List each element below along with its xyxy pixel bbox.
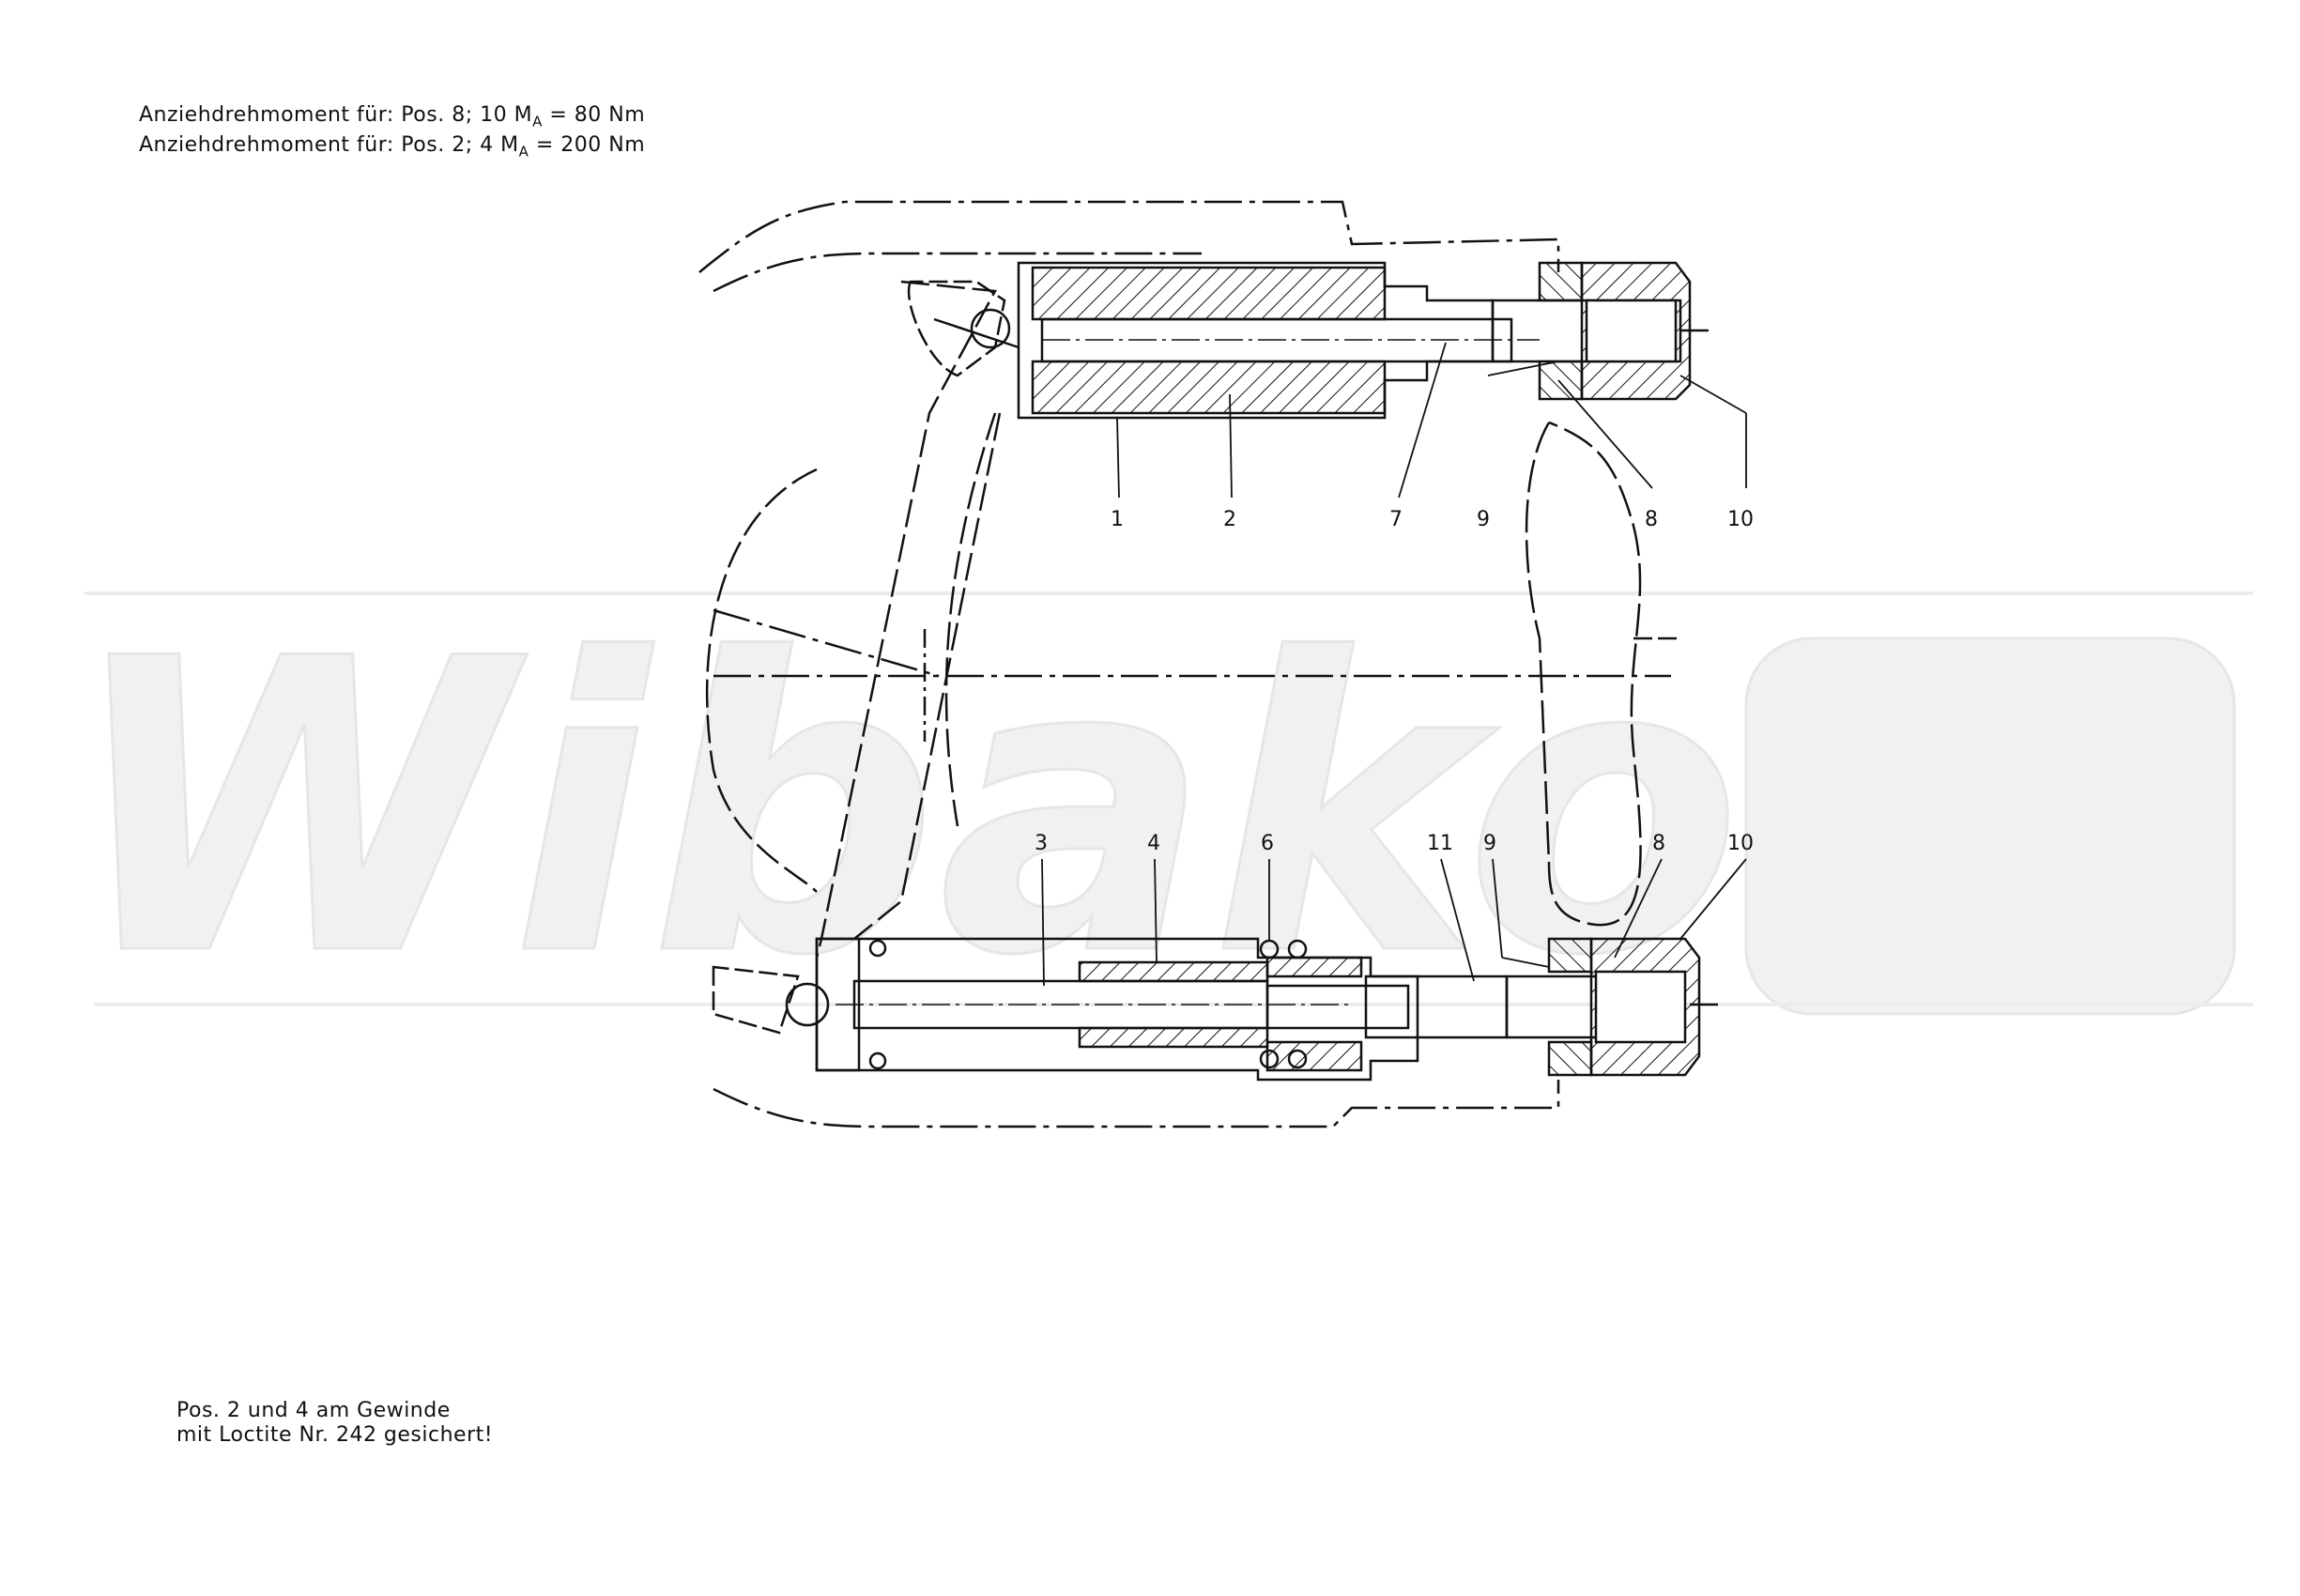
torque-line-2-subscript: A <box>518 143 529 161</box>
assembly-drawing <box>698 200 1747 1128</box>
callout-pos-10: 10 <box>1727 508 1754 531</box>
callout-pos-9: 9 <box>1477 508 1490 531</box>
callouts-top: 1 2 7 9 8 10 <box>1111 508 1754 531</box>
callout-pos-7: 7 <box>1389 508 1403 531</box>
torque-line-2-value: = 200 Nm <box>529 133 646 158</box>
callout-pos-11: 11 <box>1427 832 1453 855</box>
watermark-text: Wibako <box>66 575 1742 1044</box>
callout-pos-6: 6 <box>1261 832 1274 855</box>
watermark: Wibako <box>65 574 2253 1046</box>
torque-line-1-label: Anziehdrehmoment für: Pos. 8; 10 M <box>139 103 533 127</box>
loctite-note: Pos. 2 und 4 am Gewinde mit Loctite Nr. … <box>176 1399 493 1448</box>
watermark-badge <box>1744 637 2236 1016</box>
leaders-bottom <box>1041 858 1747 987</box>
callout-pos-8: 8 <box>1645 508 1658 531</box>
callout-pos-1: 1 <box>1111 508 1124 531</box>
loctite-line-1: Pos. 2 und 4 am Gewinde <box>176 1399 451 1422</box>
callout-pos-2: 2 <box>1223 508 1236 531</box>
torque-line-2-label: Anziehdrehmoment für: Pos. 2; 4 M <box>139 133 519 158</box>
callout-pos-10-bottom: 10 <box>1727 832 1754 855</box>
torque-line-1-value: = 80 Nm <box>542 103 646 127</box>
torque-note: Anziehdrehmoment für: Pos. 8; 10 MA = 80… <box>139 103 645 164</box>
callout-pos-4: 4 <box>1147 832 1160 855</box>
leaders-top <box>1116 342 1747 499</box>
callout-pos-9-bottom: 9 <box>1483 832 1496 855</box>
torque-line-1-subscript: A <box>532 113 543 130</box>
callout-pos-8-bottom: 8 <box>1652 832 1665 855</box>
top-cylinder <box>907 261 1709 420</box>
callouts-bottom: 3 4 6 11 9 8 10 <box>1035 832 1754 855</box>
torque-line-2: Anziehdrehmoment für: Pos. 2; 4 MA = 200… <box>139 133 645 163</box>
torque-line-1: Anziehdrehmoment für: Pos. 8; 10 MA = 80… <box>139 103 645 133</box>
bottom-cylinder <box>712 937 1718 1082</box>
loctite-line-2: mit Loctite Nr. 242 gesichert! <box>176 1423 494 1447</box>
callout-pos-3: 3 <box>1035 832 1048 855</box>
